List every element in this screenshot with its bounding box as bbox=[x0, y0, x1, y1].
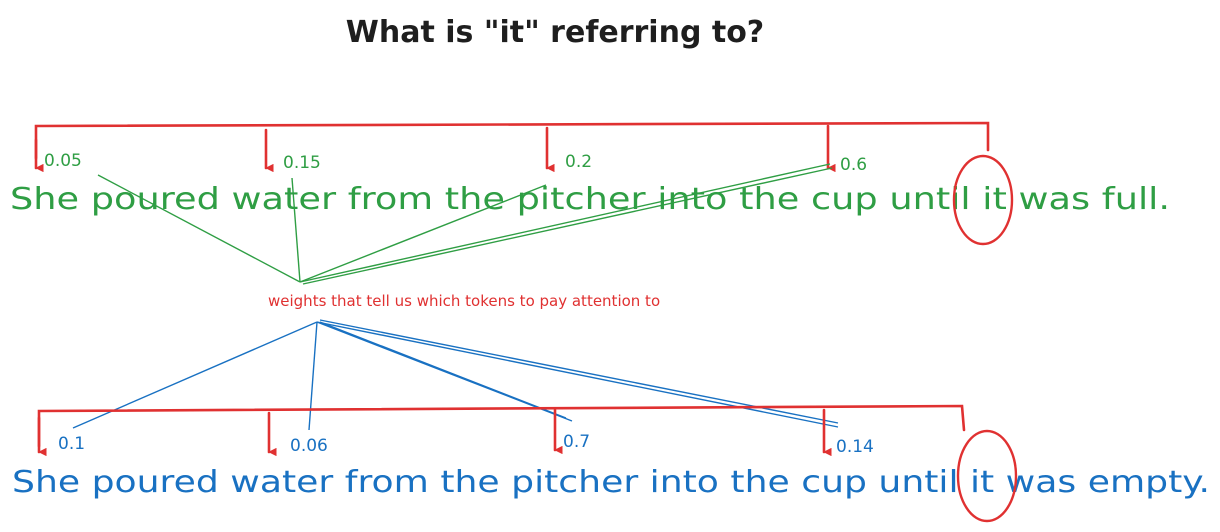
diagram-title: What is "it" referring to? bbox=[346, 15, 764, 50]
top-weight-labels: 0.05 0.15 0.2 0.6 bbox=[44, 151, 867, 175]
weight-label: 0.06 bbox=[290, 436, 328, 456]
sentence-bottom: She poured water from the pitcher into t… bbox=[12, 465, 1210, 500]
bottom-red-bracket bbox=[37, 404, 966, 457]
bottom-attention-lines bbox=[72, 319, 839, 431]
weight-label: 0.7 bbox=[563, 432, 590, 452]
weight-label: 0.15 bbox=[283, 153, 321, 173]
weight-label: 0.6 bbox=[840, 155, 867, 175]
bottom-weight-labels: 0.1 0.06 0.7 0.14 bbox=[58, 432, 874, 457]
attention-annotation: weights that tell us which tokens to pay… bbox=[268, 292, 660, 310]
weight-label: 0.05 bbox=[44, 151, 82, 171]
weight-label: 0.2 bbox=[565, 152, 592, 172]
weight-label: 0.14 bbox=[836, 437, 874, 457]
sentence-top: She poured water from the pitcher into t… bbox=[10, 182, 1170, 217]
it-circle-bottom bbox=[956, 429, 1018, 523]
top-red-bracket bbox=[34, 121, 990, 173]
weight-label: 0.1 bbox=[58, 434, 85, 454]
it-circle-top bbox=[952, 154, 1014, 246]
top-attention-lines bbox=[97, 163, 833, 285]
